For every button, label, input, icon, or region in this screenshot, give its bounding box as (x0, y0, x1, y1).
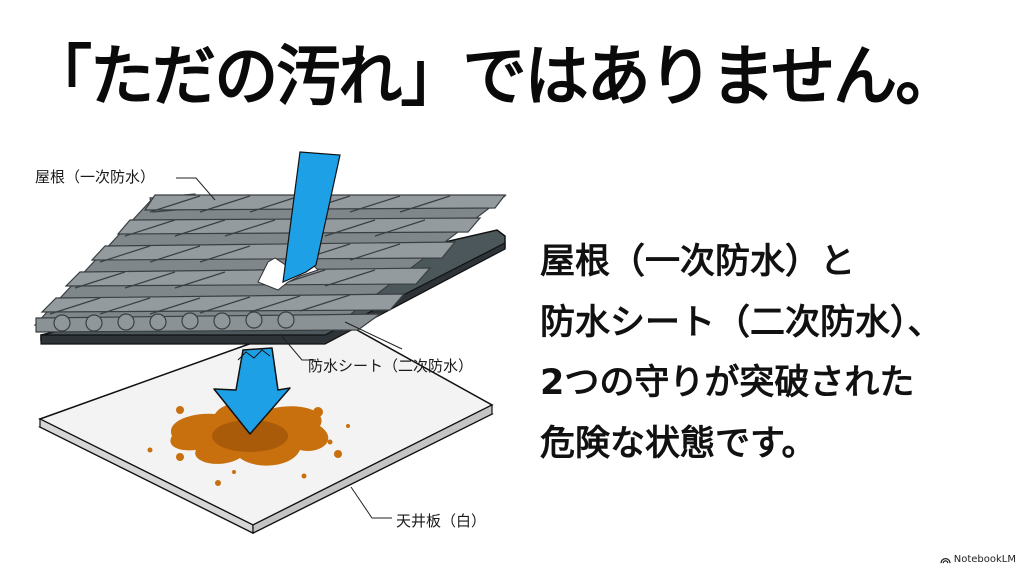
water-stain-icon (147, 403, 350, 486)
roof-label: 屋根（一次防水） (35, 168, 156, 186)
page-title: 「ただの汚れ」ではありません。 (28, 38, 959, 115)
brand-name: NotebookLM (953, 554, 1016, 565)
roof-leak-diagram (33, 151, 507, 534)
explanation-line: 防水シート（二次防水）、 (540, 302, 943, 343)
brand-watermark: NotebookLM (940, 554, 1016, 565)
leader-lines (176, 177, 403, 519)
explanation-line: 屋根（一次防水）と (540, 242, 856, 282)
sheet-label: 防水シート（二次防水） (308, 357, 474, 375)
water-down-arrow-icon (213, 347, 291, 435)
explanation-text: 屋根（一次防水）と 防水シート（二次防水）、 2つの守りが突破された 危険な状態… (540, 232, 943, 474)
notebooklm-logo-icon (940, 557, 951, 564)
water-entry-arrow-icon (282, 151, 341, 283)
ceiling-label: 天井板（白） (396, 512, 487, 530)
explanation-line: 2つの守りが突破された (540, 363, 915, 403)
explanation-line: 危険な状態です。 (540, 423, 817, 464)
